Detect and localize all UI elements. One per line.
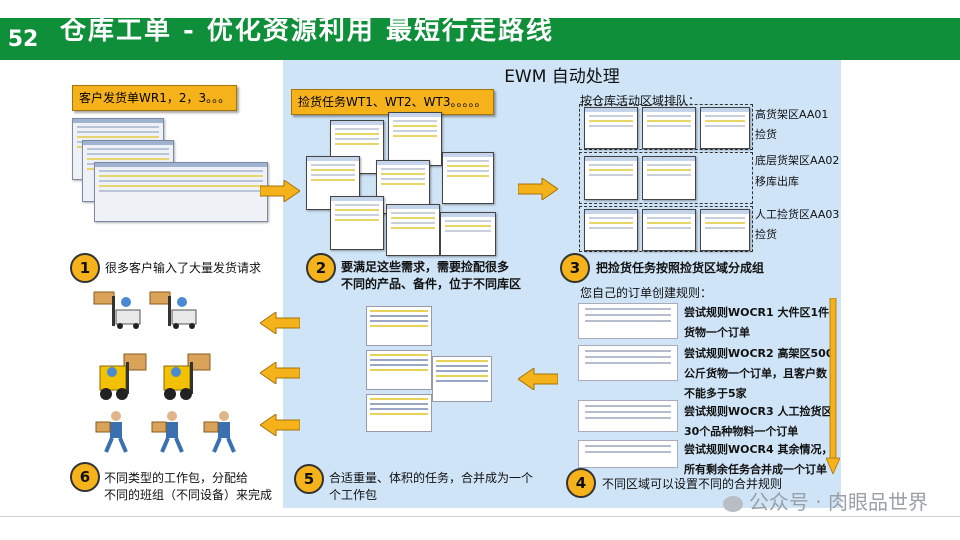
rule-2-line3: 不能多于5家 <box>684 387 747 400</box>
zone-action-label: 移库出库 <box>755 175 799 188</box>
task-screenshot <box>330 196 384 250</box>
step-4-number: 4 <box>566 468 596 498</box>
rule-3: 尝试规则WOCR3 人工捡货区 30个品种物料一个订单 <box>684 402 833 442</box>
step-5-line1: 合适重量、体积的任务，合并成为一个 <box>329 471 534 485</box>
watermark: 公众号 · 肉眼品世界 <box>722 486 928 515</box>
arrow-left-icon <box>518 368 558 390</box>
arrow-left-icon <box>260 312 300 334</box>
rule-2: 尝试规则WOCR2 高架区500 公斤货物一个订单，且客户数 不能多于5家 <box>684 344 833 404</box>
forklift-icon <box>163 353 211 400</box>
title-bar: 仓库工单 - 优化资源利用 最短行走路线 <box>46 18 960 60</box>
step-3-number: 3 <box>560 253 590 283</box>
tasks-note: 捡货任务WT1、WT2、WT3。。。。。 <box>291 89 494 115</box>
step-6-line2: 不同的班组（不同设备）来完成 <box>104 488 273 502</box>
zone-task-screenshot <box>642 156 696 200</box>
zone-action-label: 捡货 <box>755 228 777 241</box>
step-2-number: 2 <box>306 253 336 283</box>
arrow-right-icon <box>260 180 300 202</box>
rule-3-line2: 30个品种物料一个订单 <box>684 425 799 438</box>
zone-task-screenshot <box>584 209 638 251</box>
watermark-text: 公众号 · 肉眼品世界 <box>748 490 928 514</box>
rule-tree-screenshot <box>578 345 678 381</box>
step-2-line1: 要满足这些需求，需要捡配很多 <box>341 260 510 274</box>
step-5-text: 合适重量、体积的任务，合并成为一个 个工作包 <box>329 470 533 504</box>
work-package-sheet <box>432 356 492 402</box>
ewm-title: EWM 自动处理 <box>504 67 620 87</box>
order-screenshot <box>94 162 268 222</box>
zone-box-aa03 <box>579 206 753 252</box>
rule-tree-screenshot <box>578 440 678 468</box>
zone-task-screenshot <box>700 209 750 251</box>
arrow-left-icon <box>260 362 300 384</box>
zone-task-screenshot <box>584 107 638 149</box>
slide-number: 52 <box>0 18 46 60</box>
rule-tree-screenshot <box>578 400 678 432</box>
step-6-line1: 不同类型的工作包，分配给 <box>104 471 249 485</box>
wechat-icon <box>722 495 743 512</box>
rule-2-line2: 公斤货物一个订单，且客户数 <box>684 367 827 380</box>
rule-4-line2: 所有剩余任务合并成一个订单 <box>684 463 827 476</box>
step-5-line2: 个工作包 <box>329 488 378 502</box>
step-5-number: 5 <box>294 464 324 494</box>
zone-task-screenshot <box>700 107 750 149</box>
work-package-sheet <box>366 350 432 390</box>
work-package-sheet <box>366 394 432 432</box>
step-2-line2: 不同的产品、备件，位于不同库区 <box>341 277 522 291</box>
worker-carrying-box-icon <box>151 411 184 453</box>
step-4-text: 不同区域可以设置不同的合并规则 <box>602 477 783 491</box>
task-screenshot <box>386 204 440 256</box>
task-screenshot <box>440 212 496 256</box>
zone-area-label: 人工捡货区AA03 <box>755 208 840 221</box>
rule-3-line1: 尝试规则WOCR3 人工捡货区 <box>684 405 833 418</box>
step-6-text: 不同类型的工作包，分配给 不同的班组（不同设备）来完成 <box>104 470 272 504</box>
zone-action-label: 捡货 <box>755 128 777 141</box>
rule-4: 尝试规则WOCR4 其余情况， 所有剩余任务合并成一个订单 <box>684 440 833 480</box>
rule-1-line1: 尝试规则WOCR1 大件区1件 <box>684 306 830 319</box>
task-screenshot <box>388 112 442 166</box>
slide-title: 仓库工单 - 优化资源利用 最短行走路线 <box>60 18 554 46</box>
rules-header: 您自己的订单创建规则： <box>580 286 713 300</box>
step-2-text: 要满足这些需求，需要捡配很多 不同的产品、备件，位于不同库区 <box>341 259 521 293</box>
arrow-left-icon <box>260 414 300 436</box>
worker-carrying-box-icon <box>95 411 128 453</box>
zone-area-label: 底层货架区AA02 <box>755 154 840 167</box>
orders-note: 客户发货单WR1，2，3。。。 <box>72 85 238 111</box>
zone-area-label: 高货架区AA01 <box>755 108 829 121</box>
zone-box-aa02 <box>579 152 753 204</box>
rule-tree-screenshot <box>578 303 678 339</box>
forklift-icon <box>99 353 147 400</box>
stacker-forklift-icon <box>149 291 197 329</box>
rule-2-line1: 尝试规则WOCR2 高架区500 <box>684 347 834 360</box>
arrow-down-icon <box>826 298 840 474</box>
step-3-text: 把捡货任务按照捡货区域分成组 <box>596 261 765 275</box>
arrow-right-icon <box>518 178 558 200</box>
work-package-sheet <box>366 306 432 346</box>
step-1-number: 1 <box>70 253 100 283</box>
step-1-text: 很多客户输入了大量发货请求 <box>105 261 262 275</box>
zone-task-screenshot <box>642 107 696 149</box>
rule-4-line1: 尝试规则WOCR4 其余情况， <box>684 443 833 456</box>
rule-1-line2: 货物一个订单 <box>684 326 750 339</box>
step-6-number: 6 <box>70 462 100 492</box>
zone-task-screenshot <box>642 209 696 251</box>
zone-task-screenshot <box>584 156 638 200</box>
stacker-forklift-icon <box>93 291 141 329</box>
task-screenshot <box>442 152 494 204</box>
rule-1: 尝试规则WOCR1 大件区1件 货物一个订单 <box>684 303 829 343</box>
worker-carrying-box-icon <box>203 411 236 453</box>
bottom-divider <box>0 516 960 517</box>
zone-box-aa01 <box>579 104 753 150</box>
